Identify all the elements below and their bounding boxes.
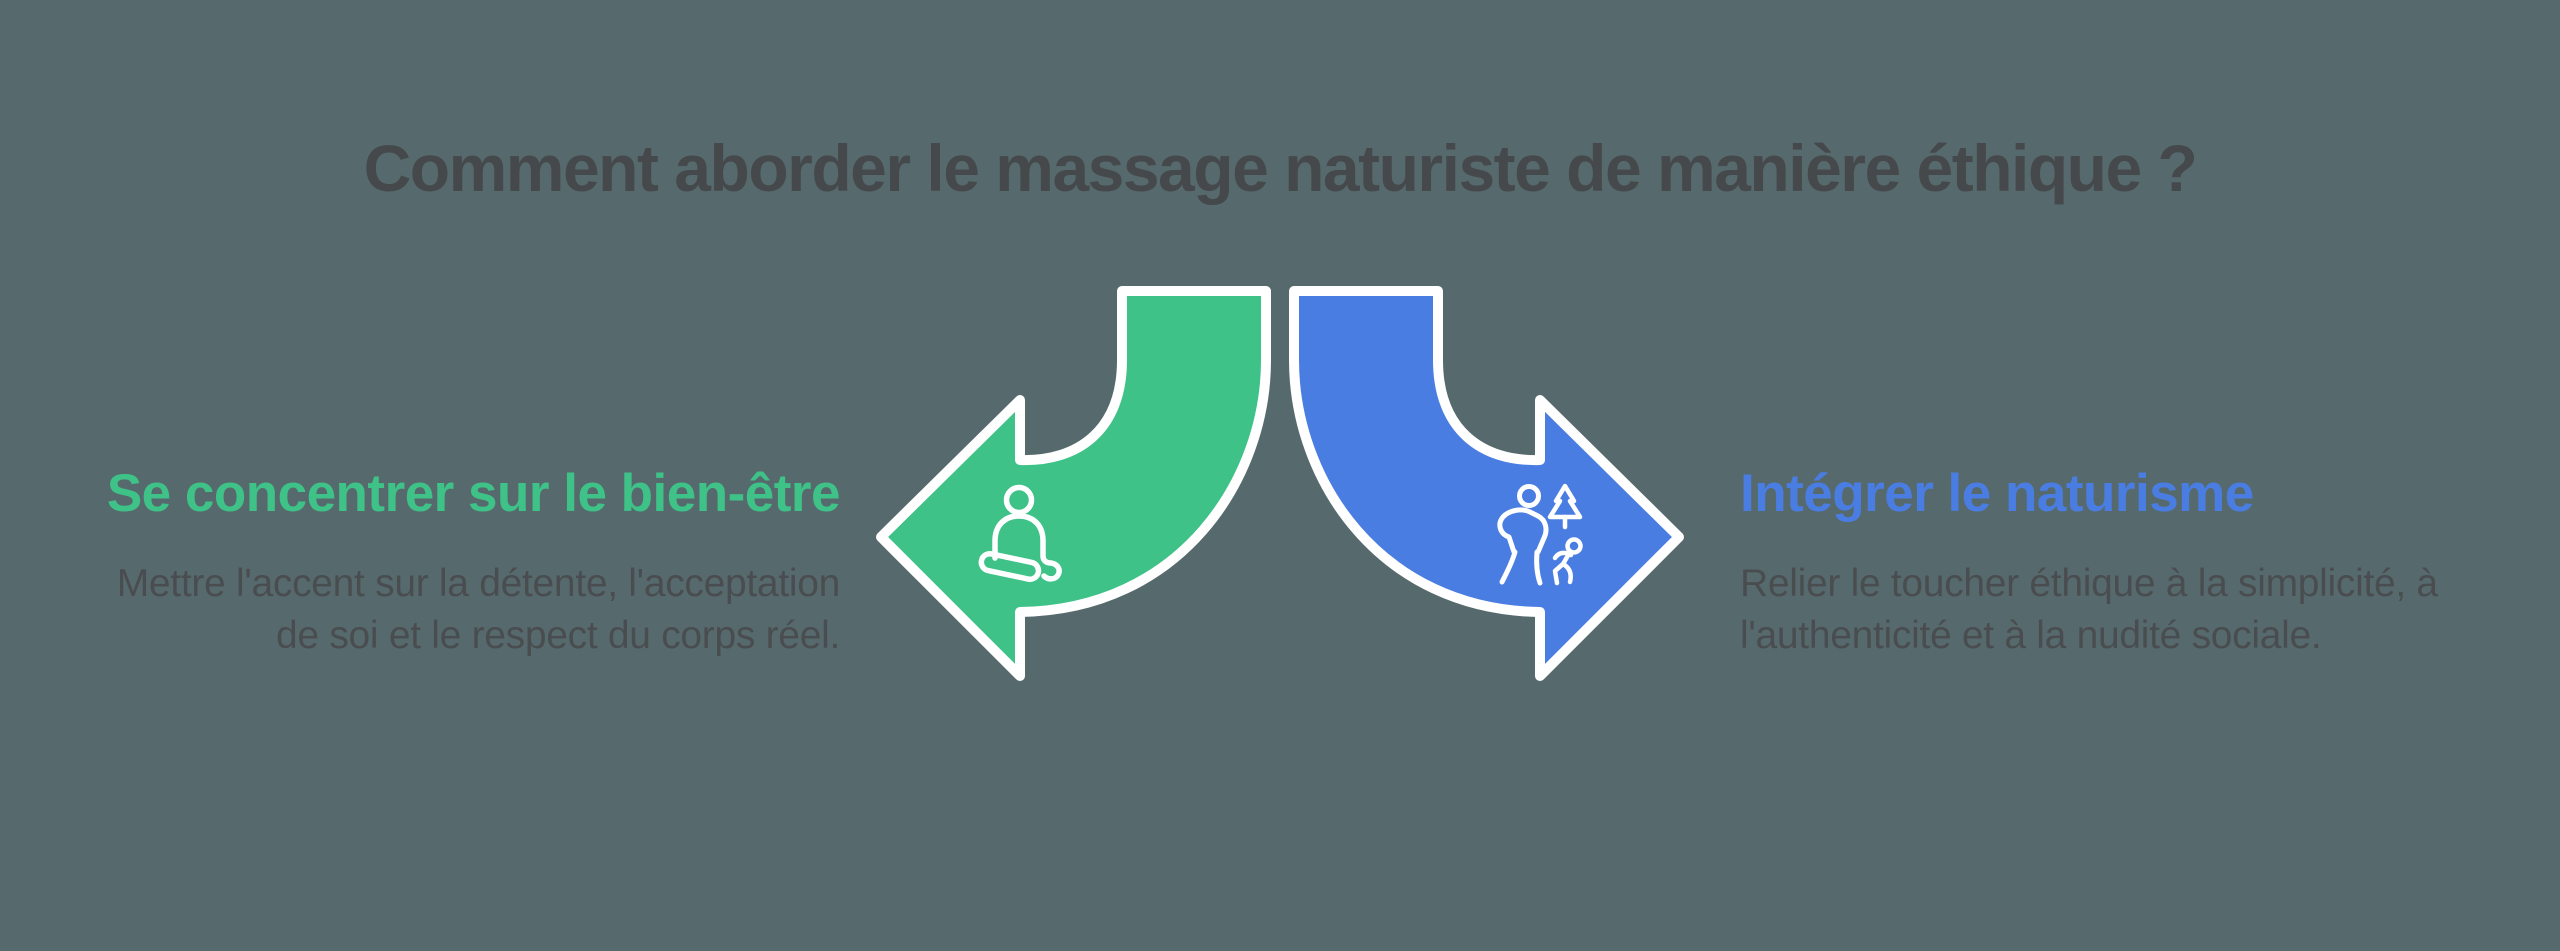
page-title: Comment aborder le massage naturiste de …: [363, 131, 2198, 205]
right-section-heading: Intégrer le naturisme: [1740, 464, 2254, 523]
green-curved-arrow: [876, 286, 1271, 681]
right-section-body: Relier le toucher éthique à la simplicit…: [1740, 562, 2438, 657]
nature-hiker-icon: [1497, 483, 1583, 586]
left-section-heading: Se concentrer sur le bien-être: [106, 464, 841, 523]
meditation-person-icon: [978, 484, 1062, 583]
blue-curved-arrow: [1289, 286, 1684, 681]
right-section: Intégrer le naturisme Relier le toucher …: [1740, 456, 2445, 662]
left-section: Se concentrer sur le bien-être Mettre l'…: [90, 456, 841, 662]
left-section-body: Mettre l'accent sur la détente, l'accept…: [116, 562, 841, 657]
